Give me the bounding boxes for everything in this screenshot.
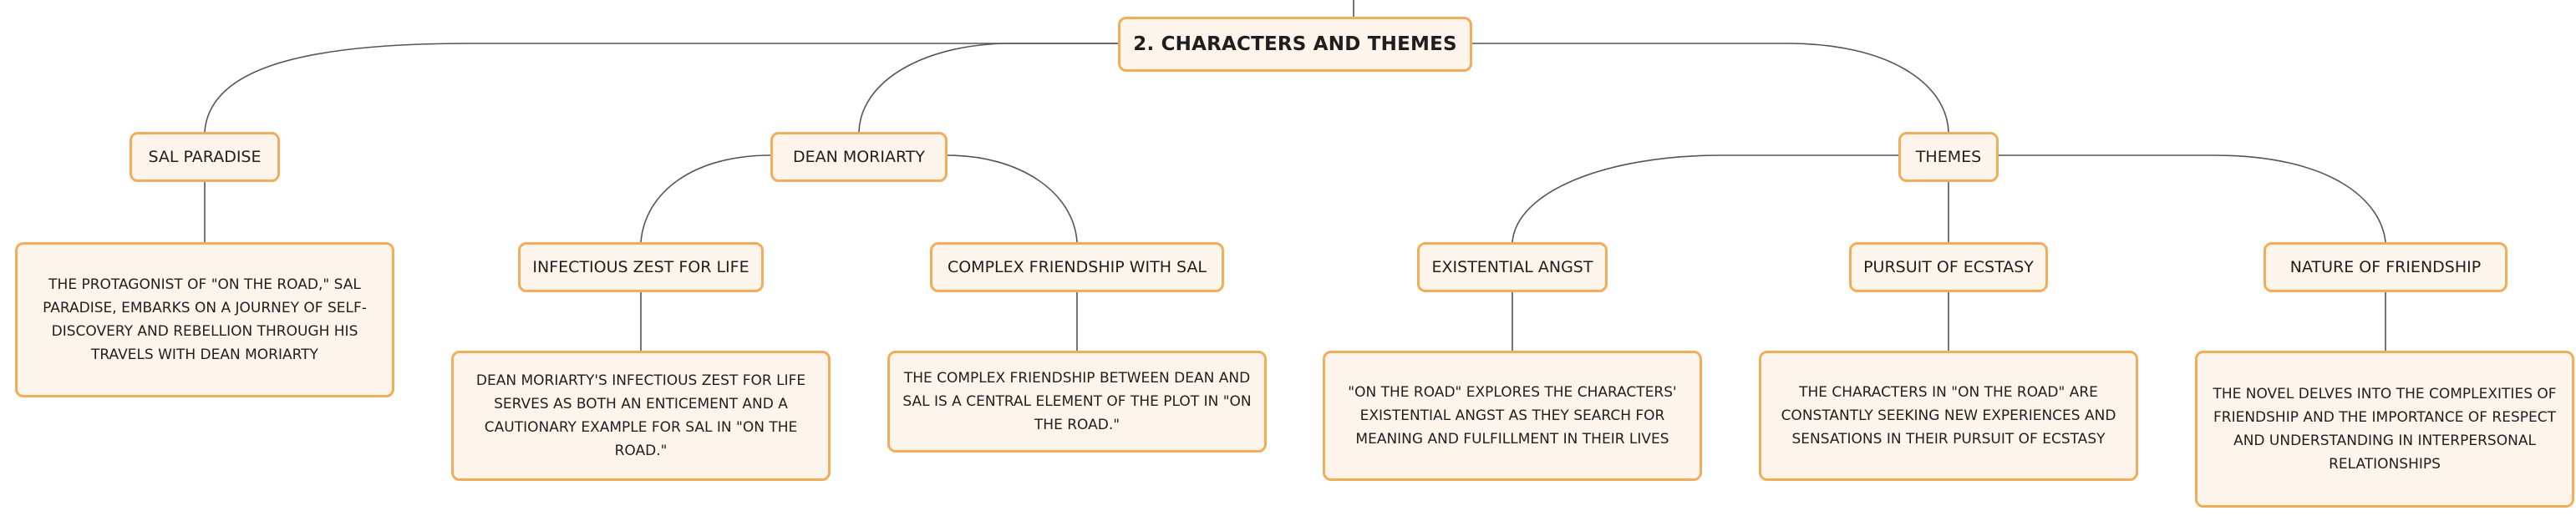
node-pursuit-of-ecstasy-label: PURSUIT OF ECSTASY xyxy=(1863,258,2034,276)
connector-dean-to-zest xyxy=(640,154,771,243)
connector-root-to-dean xyxy=(858,43,1118,133)
root-node-label: 2. CHARACTERS AND THEMES xyxy=(1133,33,1457,55)
node-dean-moriarty-label: DEAN MORIARTY xyxy=(792,148,926,166)
root-node[interactable]: 2. CHARACTERS AND THEMES xyxy=(1118,17,1472,72)
desc-nature-of-friendship-text: THE NOVEL DELVES INTO THE COMPLEXITIES O… xyxy=(2213,385,2557,473)
desc-sal-paradise-text: THE PROTAGONIST OF "ON THE ROAD," SAL PA… xyxy=(43,276,367,364)
desc-complex-friendship-text: THE COMPLEX FRIENDSHIP BETWEEN DEAN AND … xyxy=(902,369,1252,434)
node-infectious-zest[interactable]: INFECTIOUS ZEST FOR LIFE xyxy=(518,242,764,292)
node-complex-friendship[interactable]: COMPLEX FRIENDSHIP WITH SAL xyxy=(930,242,1224,292)
desc-pursuit-of-ecstasy-text: THE CHARACTERS IN "ON THE ROAD" ARE CONS… xyxy=(1781,383,2116,448)
node-sal-paradise-label: SAL PARADISE xyxy=(148,148,262,166)
node-themes[interactable]: THEMES xyxy=(1898,132,1999,182)
node-nature-of-friendship-label: NATURE OF FRIENDSHIP xyxy=(2289,258,2482,276)
node-dean-moriarty[interactable]: DEAN MORIARTY xyxy=(770,132,948,182)
connector-themes-to-angst xyxy=(1512,154,1898,243)
connector-root-to-themes xyxy=(1472,43,1949,133)
node-themes-label: THEMES xyxy=(1915,148,1982,166)
node-complex-friendship-label: COMPLEX FRIENDSHIP WITH SAL xyxy=(947,258,1207,276)
node-nature-of-friendship[interactable]: NATURE OF FRIENDSHIP xyxy=(2264,242,2507,292)
node-pursuit-of-ecstasy[interactable]: PURSUIT OF ECSTASY xyxy=(1849,242,2048,292)
desc-existential-angst[interactable]: "ON THE ROAD" EXPLORES THE CHARACTERS' E… xyxy=(1323,351,1702,481)
desc-infectious-zest[interactable]: DEAN MORIARTY'S INFECTIOUS ZEST FOR LIFE… xyxy=(451,351,831,481)
node-sal-paradise[interactable]: SAL PARADISE xyxy=(130,132,280,182)
desc-nature-of-friendship[interactable]: THE NOVEL DELVES INTO THE COMPLEXITIES O… xyxy=(2195,351,2574,508)
connector-root-to-sal xyxy=(204,43,1118,133)
desc-complex-friendship[interactable]: THE COMPLEX FRIENDSHIP BETWEEN DEAN AND … xyxy=(887,351,1267,453)
node-existential-angst-label: EXISTENTIAL ANGST xyxy=(1431,258,1593,276)
desc-sal-paradise[interactable]: THE PROTAGONIST OF "ON THE ROAD," SAL PA… xyxy=(15,242,394,397)
connector-themes-to-nature xyxy=(1999,154,2386,243)
desc-pursuit-of-ecstasy[interactable]: THE CHARACTERS IN "ON THE ROAD" ARE CONS… xyxy=(1759,351,2138,481)
desc-infectious-zest-text: DEAN MORIARTY'S INFECTIOUS ZEST FOR LIFE… xyxy=(475,372,806,460)
node-existential-angst[interactable]: EXISTENTIAL ANGST xyxy=(1417,242,1608,292)
connector-dean-to-friendship xyxy=(947,154,1078,243)
desc-existential-angst-text: "ON THE ROAD" EXPLORES THE CHARACTERS' E… xyxy=(1348,383,1677,448)
node-infectious-zest-label: INFECTIOUS ZEST FOR LIFE xyxy=(532,258,749,276)
